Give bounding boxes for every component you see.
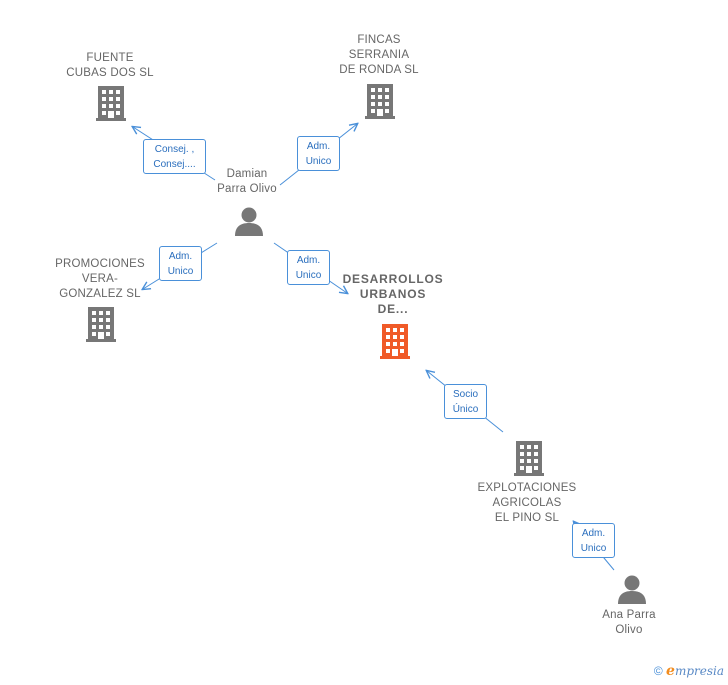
label-line: CUBAS DOS SL: [66, 67, 154, 79]
copyright-symbol: ©: [653, 664, 663, 678]
relation-box-adm-unico-promociones[interactable]: Adm. Unico: [159, 246, 202, 281]
label-line: FUENTE: [86, 52, 134, 64]
label-line: Parra Olivo: [217, 183, 277, 195]
label-line: DE...: [377, 302, 409, 316]
label-line: Olivo: [615, 624, 643, 636]
relation-box-adm-unico-fincas[interactable]: Adm. Unico: [297, 136, 340, 171]
node-label-ana-parra: Ana Parra Olivo: [569, 608, 689, 638]
label-line: Damian: [226, 168, 268, 180]
relation-box-consej[interactable]: Consej. , Consej....: [143, 139, 206, 174]
building-icon-highlighted[interactable]: [380, 324, 410, 359]
label-line: AGRICOLAS: [492, 497, 562, 509]
label-line: EL PINO SL: [494, 512, 560, 524]
label-line: FINCAS: [357, 34, 401, 46]
relation-line: Socio: [452, 389, 478, 400]
node-label-promociones-vera: PROMOCIONES VERA- GONZALEZ SL: [40, 257, 160, 302]
label-line: Ana Parra: [602, 609, 656, 621]
relation-line: Consej....: [153, 159, 196, 170]
label-line: DE RONDA SL: [339, 64, 419, 76]
label-line: VERA-: [81, 273, 119, 285]
building-icon[interactable]: [86, 307, 116, 342]
relation-line: Adm.: [581, 528, 606, 539]
relation-line: Consej. ,: [154, 144, 195, 155]
label-line: EXPLOTACIONES: [477, 482, 577, 494]
person-icon[interactable]: [235, 207, 263, 237]
empresia-watermark: © empresia: [654, 663, 724, 679]
empresia-logo: empresia: [666, 663, 724, 679]
label-line: URBANOS: [359, 287, 427, 301]
relation-line: Unico: [580, 543, 607, 554]
brand-initial: e: [666, 663, 675, 679]
relation-line: Único: [452, 404, 479, 415]
relation-line: Adm.: [168, 251, 193, 262]
relation-box-socio-unico[interactable]: Socio Único: [444, 384, 487, 419]
relation-line: Unico: [295, 270, 322, 281]
relation-line: Adm.: [306, 141, 331, 152]
node-label-damian-parra: Damian Parra Olivo: [187, 167, 307, 197]
building-icon[interactable]: [365, 84, 395, 119]
node-label-desarrollos-urbanos: DESARROLLOS URBANOS DE...: [333, 272, 453, 317]
label-line: DESARROLLOS: [342, 272, 444, 286]
node-label-explotaciones-agricolas: EXPLOTACIONES AGRICOLAS EL PINO SL: [467, 481, 587, 526]
building-icon[interactable]: [514, 441, 544, 476]
relation-line: Adm.: [296, 255, 321, 266]
brand-rest: mpresia: [674, 664, 724, 678]
relation-line: Unico: [167, 266, 194, 277]
node-label-fincas-serrania: FINCAS SERRANIA DE RONDA SL: [319, 33, 439, 78]
label-line: PROMOCIONES: [55, 258, 145, 270]
building-icon[interactable]: [96, 86, 126, 121]
relation-box-adm-unico-explotaciones[interactable]: Adm. Unico: [572, 523, 615, 558]
relation-box-adm-unico-desarrollos[interactable]: Adm. Unico: [287, 250, 330, 285]
label-line: GONZALEZ SL: [59, 288, 141, 300]
node-label-fuente-cubas: FUENTE CUBAS DOS SL: [50, 51, 170, 81]
label-line: SERRANIA: [348, 49, 410, 61]
person-icon[interactable]: [618, 575, 646, 605]
relation-line: Unico: [305, 156, 332, 167]
